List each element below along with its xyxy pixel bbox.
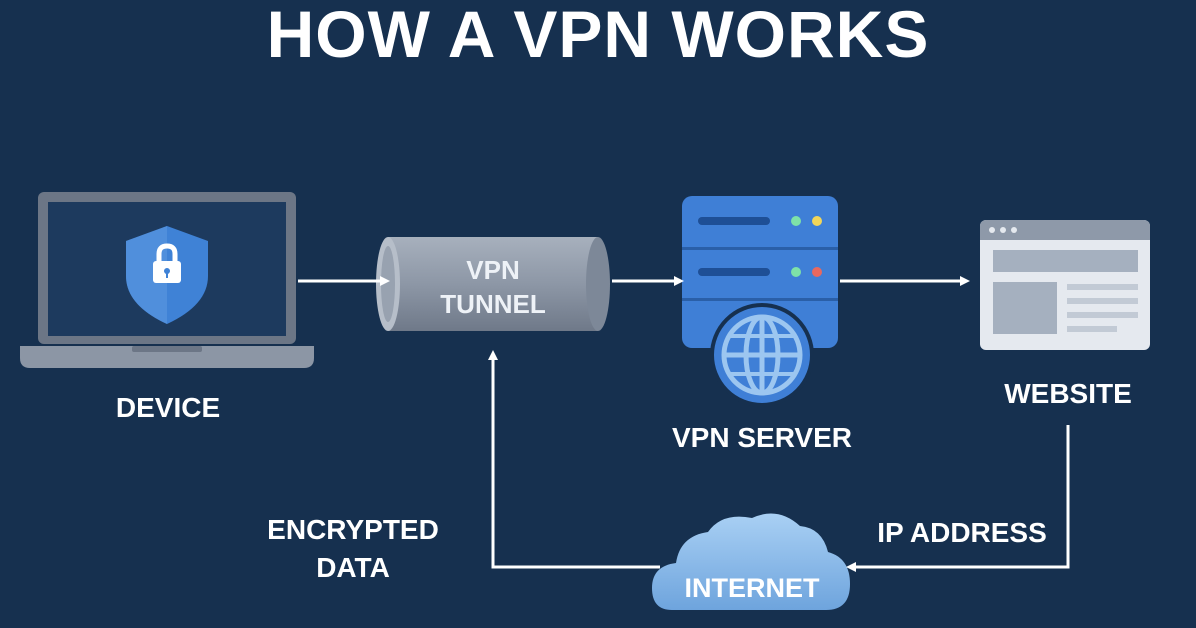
internet-label: INTERNET — [684, 573, 820, 603]
cloud-icon — [652, 513, 850, 610]
arrow-internet-to-tunnel — [488, 350, 660, 569]
vpn-server-label: VPN SERVER — [672, 422, 852, 453]
ip-address-label: IP ADDRESS — [877, 517, 1047, 548]
shield-lock-icon — [126, 226, 208, 324]
tunnel-label-line1: VPN — [466, 255, 520, 285]
tunnel-label: VPN TUNNEL — [430, 253, 556, 321]
device-label: DEVICE — [115, 392, 221, 423]
server-icon — [682, 196, 838, 348]
flow-arrows — [298, 276, 1070, 572]
encrypted-data-label: ENCRYPTED DATA — [240, 511, 466, 587]
encrypted-label-line2: DATA — [316, 552, 390, 583]
tunnel-label-line2: TUNNEL — [440, 289, 546, 319]
encrypted-label-line1: ENCRYPTED — [267, 514, 439, 545]
arrow-website-to-internet — [846, 425, 1070, 572]
browser-window-icon — [980, 220, 1150, 350]
vpn-tunnel-icon — [376, 237, 610, 331]
page-title: HOW A VPN WORKS — [266, 0, 930, 71]
globe-icon — [710, 303, 814, 407]
website-label: WEBSITE — [1004, 378, 1132, 409]
